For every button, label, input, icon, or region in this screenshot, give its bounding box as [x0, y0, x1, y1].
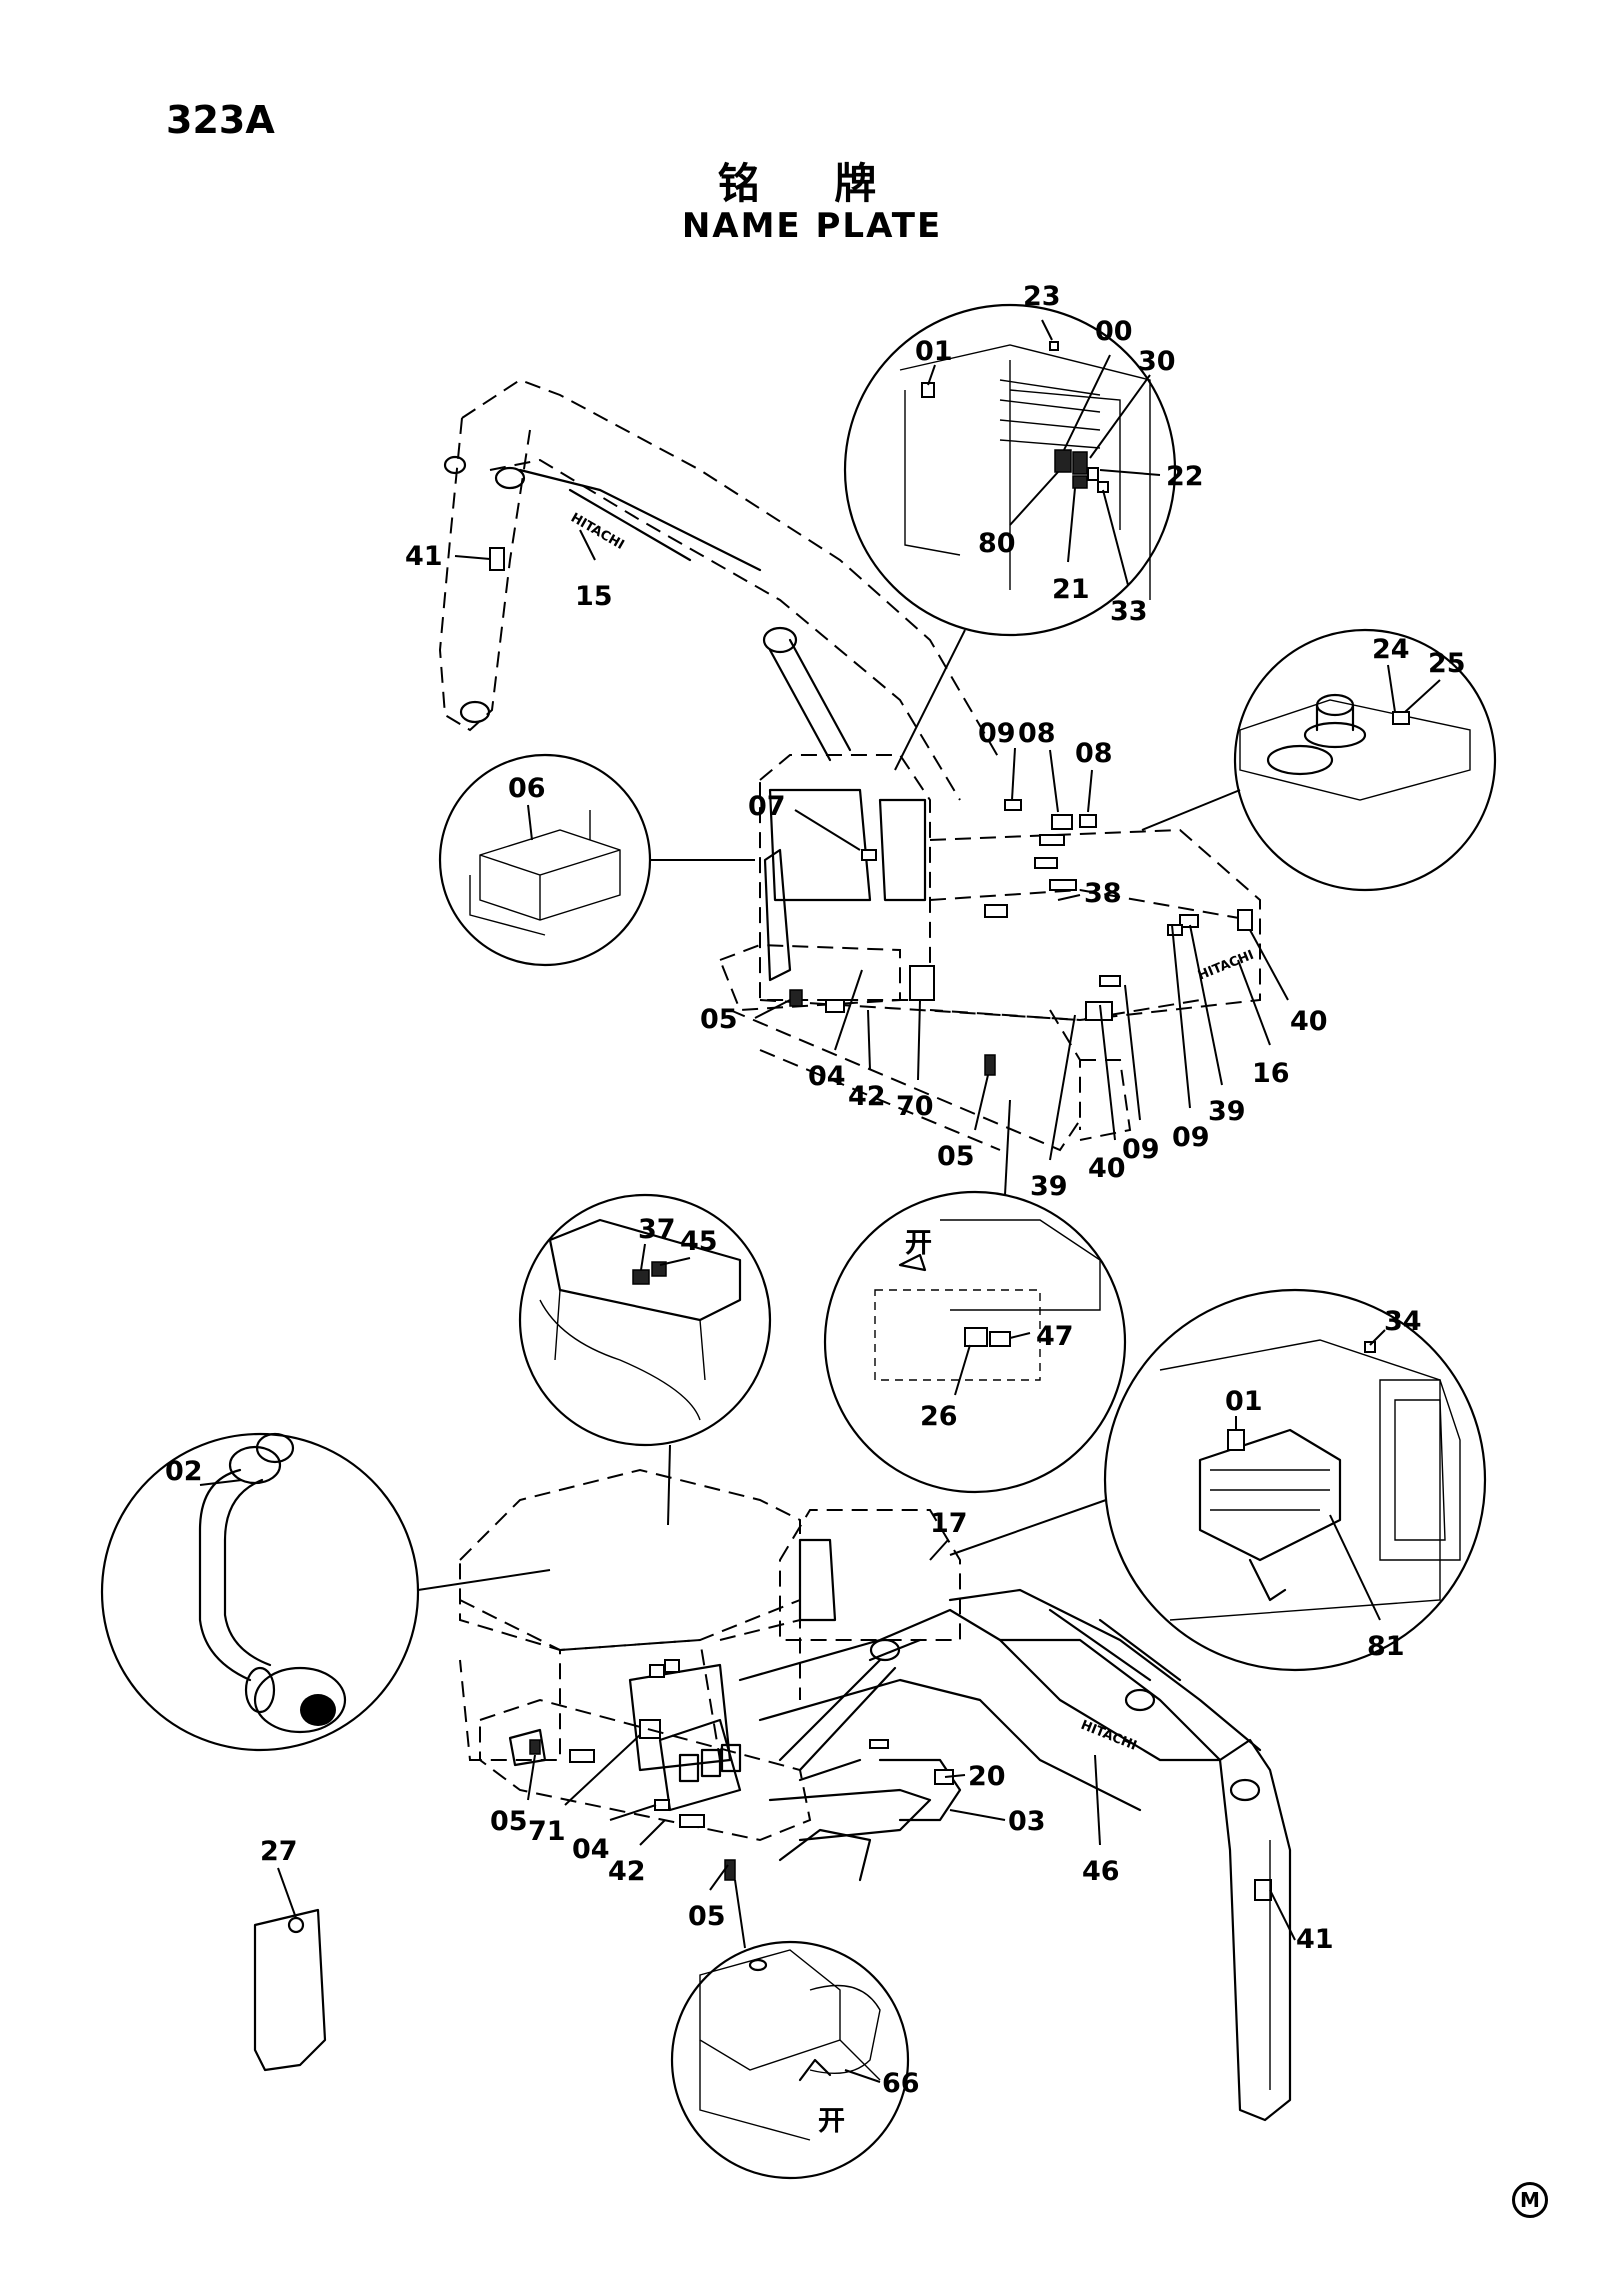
callout-08-top-a: 08	[1018, 718, 1056, 749]
callout-33: 33	[1110, 596, 1148, 627]
callout-00: 00	[1095, 316, 1133, 347]
title-chinese: 铭 牌	[717, 159, 907, 208]
callout-06: 06	[508, 773, 546, 804]
top-callouts: 41 15 07 05 04 42 70 05 09 08 08 38 09 0…	[405, 529, 1328, 1202]
callout-22: 22	[1166, 461, 1204, 492]
detail-cab-interior: 34 01 81	[949, 1288, 1487, 1672]
callout-23: 23	[1023, 281, 1061, 312]
callout-37: 37	[638, 1214, 676, 1245]
open-mark-upper: 开	[905, 1228, 932, 1259]
callout-38: 38	[1084, 878, 1122, 909]
detail-cab-plates: 23 00 01 30 22 80 21 33	[843, 281, 1204, 771]
callout-17: 17	[930, 1508, 968, 1539]
callout-42-bottom: 42	[608, 1856, 646, 1887]
callout-21: 21	[1052, 574, 1090, 605]
detail-fuel: 开 47 26	[823, 1099, 1127, 1494]
callout-07: 07	[748, 791, 786, 822]
callout-09-top-a: 09	[978, 718, 1016, 749]
callout-46: 46	[1082, 1856, 1120, 1887]
trademark-m-symbol: M	[1512, 2182, 1548, 2218]
callout-02: 02	[165, 1456, 203, 1487]
callout-26: 26	[920, 1401, 958, 1432]
hitachi-counterweight: HITACHI	[1196, 948, 1256, 984]
callout-41-bottom: 41	[1296, 1924, 1334, 1955]
callout-04-top: 04	[808, 1061, 846, 1092]
callout-41-top: 41	[405, 541, 443, 572]
detail-hood: 24 25	[1141, 628, 1497, 892]
callout-04-bottom: 04	[572, 1834, 610, 1865]
callout-34: 34	[1384, 1306, 1422, 1337]
callout-15: 15	[575, 581, 613, 612]
callout-05-top-a: 05	[700, 1004, 738, 1035]
callout-47: 47	[1036, 1321, 1074, 1352]
detail-tank: 开 66	[670, 1879, 920, 2180]
page-number: 323A	[166, 98, 275, 142]
callout-01-cab: 01	[915, 336, 953, 367]
detail-box-06: 06	[438, 753, 755, 967]
open-mark-lower: 开	[818, 2106, 845, 2137]
callout-01-interior: 01	[1225, 1386, 1263, 1417]
bottom-callouts: 17 20 03 46 05 71 04 42 05 41	[490, 1508, 1334, 1955]
callout-70: 70	[896, 1091, 934, 1122]
callout-08-top-b: 08	[1075, 738, 1113, 769]
callout-39-top-a: 39	[1208, 1096, 1246, 1127]
callout-09-top-b: 09	[1122, 1134, 1160, 1165]
callout-40-top-b: 40	[1088, 1153, 1126, 1184]
callout-80: 80	[978, 528, 1016, 559]
hitachi-boom-bottom: HITACHI	[1079, 1718, 1139, 1754]
callout-27: 27	[260, 1836, 298, 1867]
callout-05-bottom-b: 05	[688, 1901, 726, 1932]
callout-05-top-b: 05	[937, 1141, 975, 1172]
callout-20: 20	[968, 1761, 1006, 1792]
callout-39-top-b: 39	[1030, 1171, 1068, 1202]
callout-42-top: 42	[848, 1081, 886, 1112]
callout-71: 71	[528, 1816, 566, 1847]
callout-30: 30	[1138, 346, 1176, 377]
callout-24: 24	[1372, 634, 1410, 665]
tag-27: 27	[253, 1836, 327, 2072]
callout-40-top-a: 40	[1290, 1006, 1328, 1037]
top-excavator-drawing: HITACHI HITACHI	[438, 378, 1261, 1152]
callout-16: 16	[1252, 1058, 1290, 1089]
title-english: NAME PLATE	[681, 206, 943, 246]
detail-radiator: 37 45	[518, 1193, 772, 1526]
callout-45: 45	[680, 1226, 718, 1257]
callout-03: 03	[1008, 1806, 1046, 1837]
callout-81: 81	[1367, 1631, 1405, 1662]
callout-09-top-c: 09	[1172, 1122, 1210, 1153]
callout-25: 25	[1428, 648, 1466, 679]
detail-hose: 02	[100, 1432, 551, 1752]
callout-66: 66	[882, 2068, 920, 2099]
callout-05-bottom-a: 05	[490, 1806, 528, 1837]
bottom-excavator-drawing: HITACHI	[459, 1468, 1292, 2122]
